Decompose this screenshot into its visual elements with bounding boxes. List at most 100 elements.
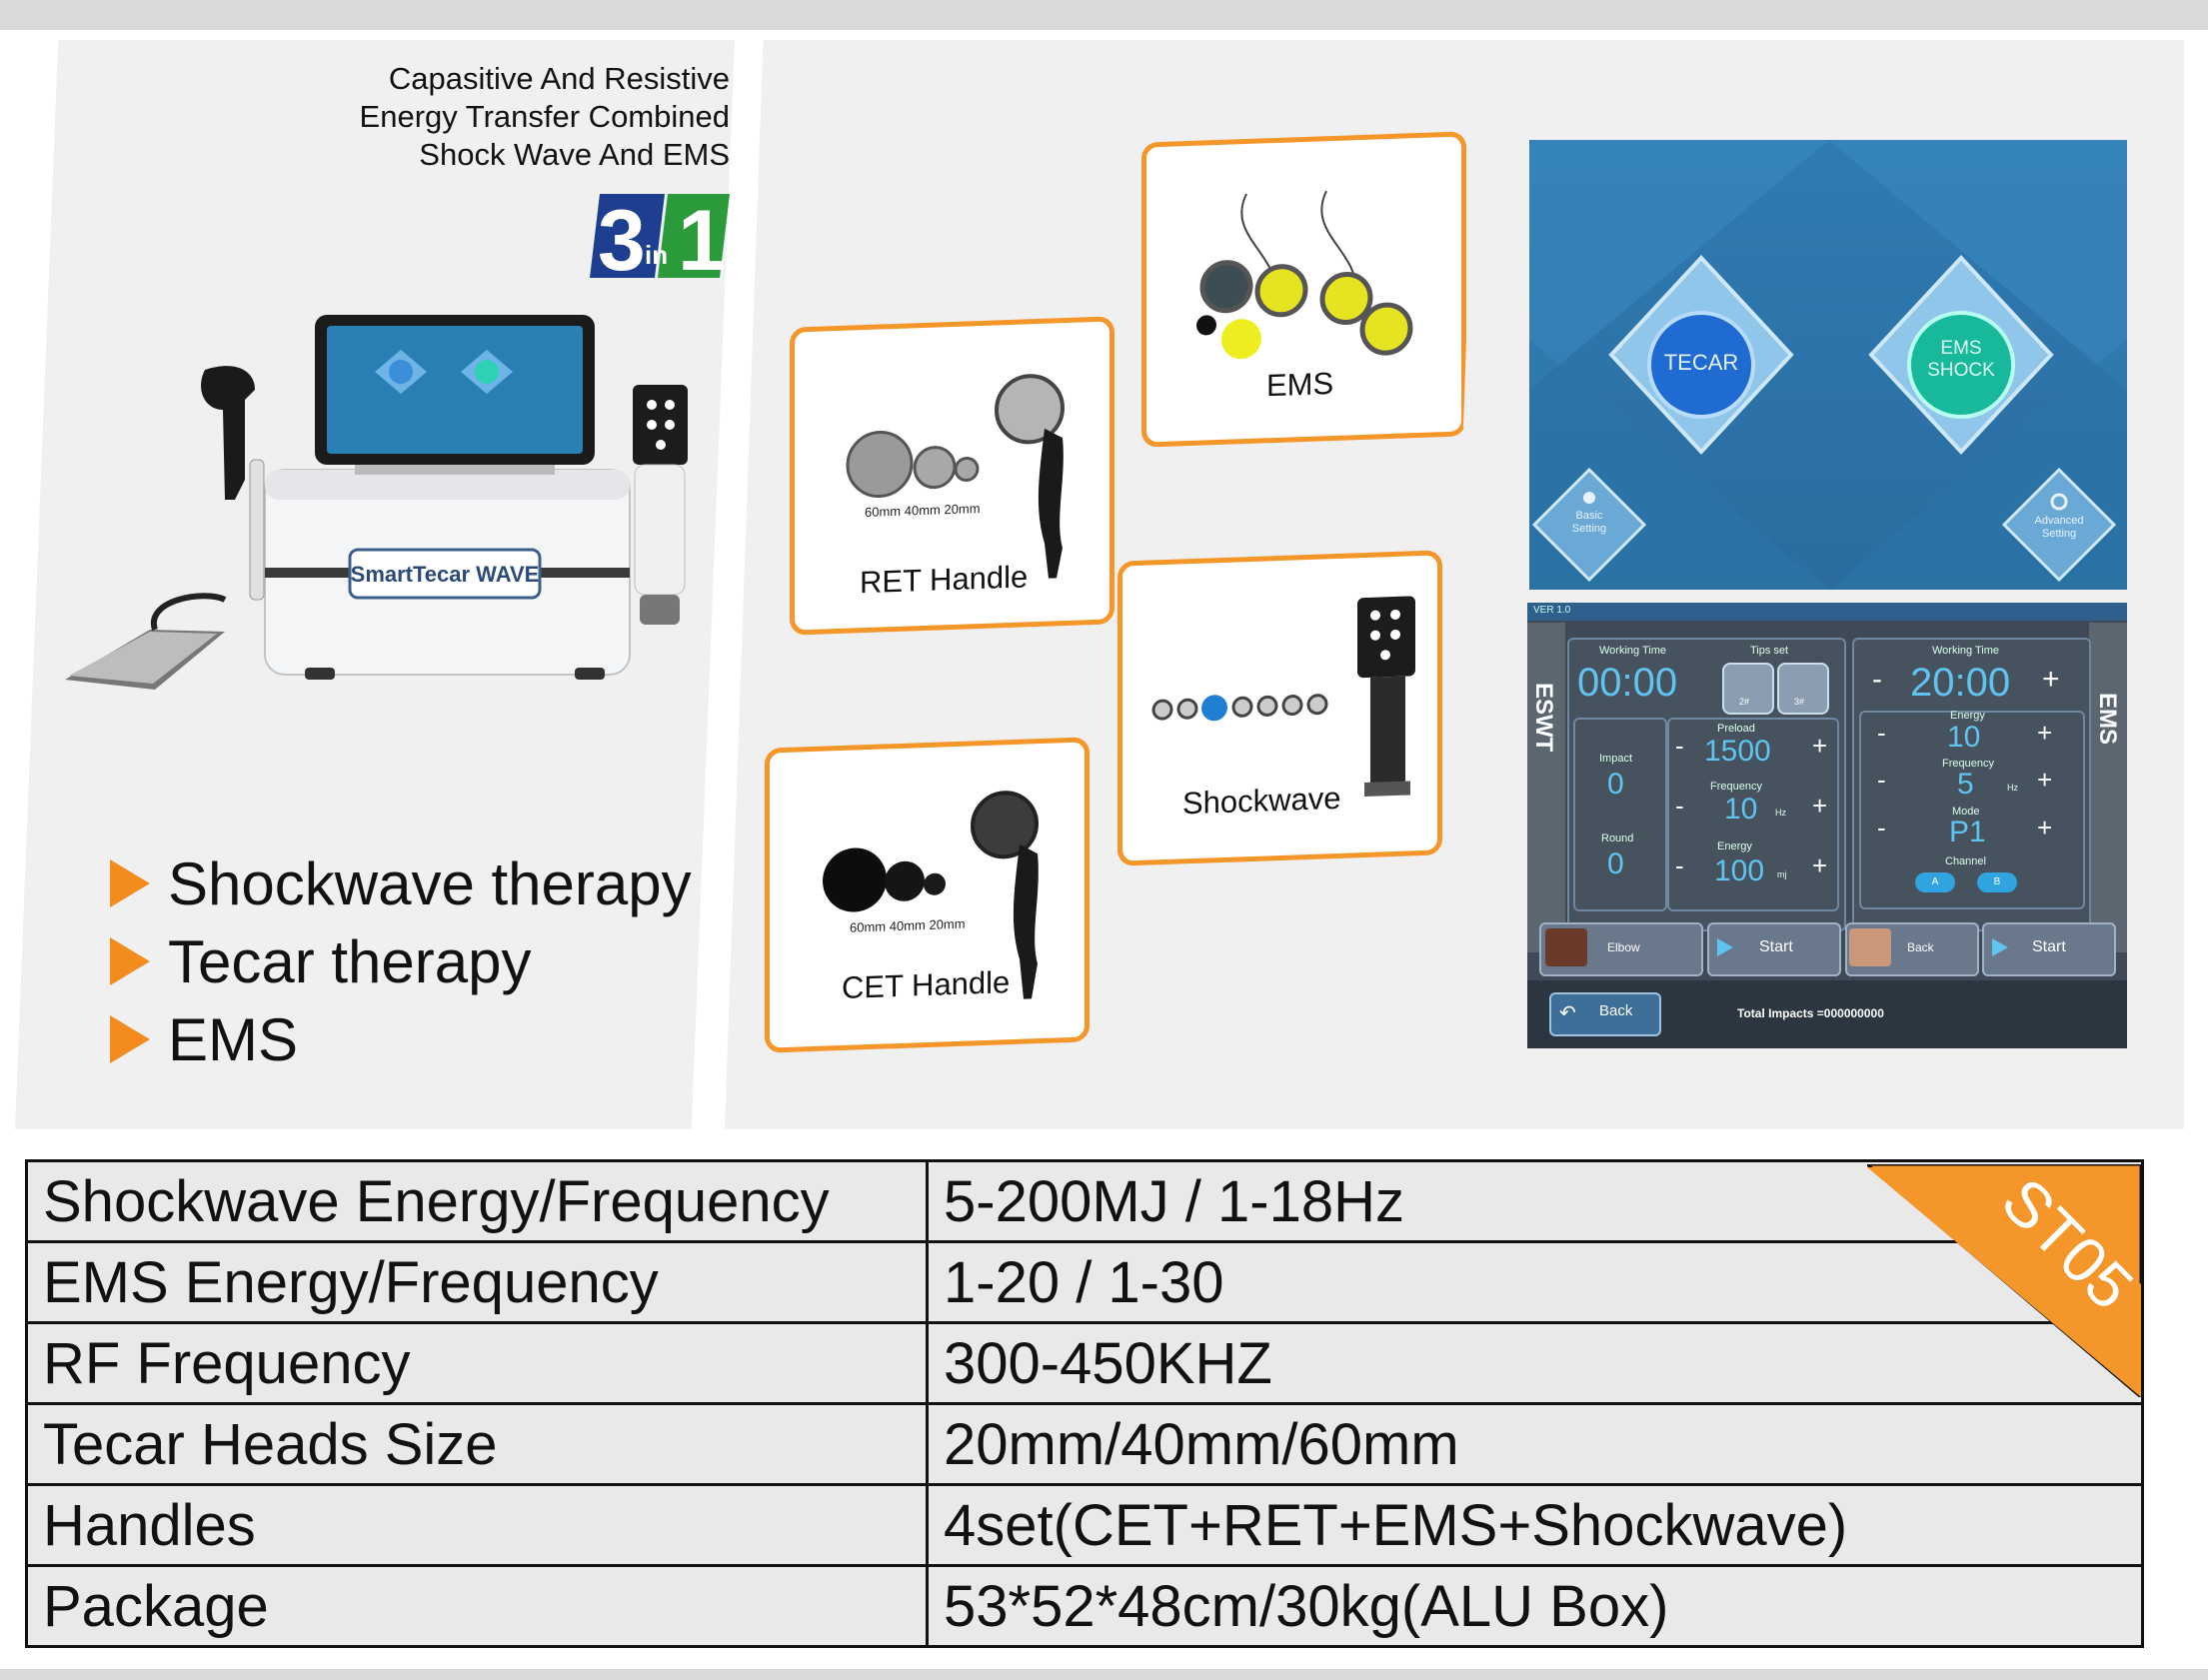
tip-3-button[interactable] — [1777, 663, 1829, 715]
basic-setting-button[interactable]: Basic Setting — [1549, 510, 1629, 536]
tip-2-label: 2# — [1739, 697, 1750, 707]
ems-time-plus-button[interactable]: + — [2042, 663, 2060, 696]
back-part-label: Back — [1907, 940, 1934, 954]
ems-time: 20:00 — [1910, 661, 2011, 705]
home-screen: TECAR EMS SHOCK Basic Setting Advanced S… — [1529, 140, 2127, 590]
elbow-thumbnail — [1545, 928, 1587, 966]
ems-frequency-unit: Hz — [2007, 783, 2018, 793]
bullet-arrow-icon — [110, 859, 150, 907]
device-illustration: SmartTecar WAVE — [65, 315, 688, 690]
advanced-setting-button[interactable]: Advanced Setting — [2019, 515, 2099, 541]
basic-setting-line: Setting — [1571, 523, 1607, 535]
tip-2-button[interactable] — [1722, 663, 1774, 715]
cet-handle-image — [823, 791, 1039, 999]
energy-minus-button[interactable]: - — [1675, 850, 1684, 880]
spec-value: 300-450KHZ — [926, 1321, 2144, 1405]
advanced-setting-line: Setting — [2041, 528, 2077, 540]
mode-value: P1 — [1949, 816, 1986, 848]
bottom-band — [0, 1669, 2208, 1680]
round-value: 0 — [1607, 847, 1624, 880]
preload-minus-button[interactable]: - — [1675, 731, 1684, 761]
ems-pads-image — [1196, 190, 1413, 360]
ems-shock-line: EMS — [1940, 338, 1982, 359]
subtitle-line: Capasitive And Resistive — [388, 61, 730, 96]
tip-3-label: 3# — [1794, 697, 1805, 707]
spec-key: Tecar Heads Size — [25, 1402, 929, 1486]
total-impacts: Total Impacts =000000000 — [1737, 1006, 1884, 1020]
eswt-time: 00:00 — [1577, 661, 1678, 705]
impact-label: Impact — [1599, 753, 1633, 765]
badge-in: in — [645, 240, 668, 270]
channel-b-button[interactable]: B — [1977, 872, 2017, 892]
mode-minus-button[interactable]: - — [1877, 813, 1886, 842]
energy-unit: mj — [1777, 869, 1787, 879]
frequency-value: 10 — [1724, 793, 1758, 826]
ems-energy-plus-button[interactable]: + — [2037, 718, 2053, 748]
hero-subtitle: Capasitive And Resistive Energy Transfer… — [330, 60, 730, 174]
ems-frequency-value: 5 — [1957, 768, 1974, 801]
cet-handle-label: CET Handle — [842, 964, 1011, 1005]
feature-list: Shockwave therapy Tecar therapy EMS — [110, 844, 692, 1078]
spec-value: 4set(CET+RET+EMS+Shockwave) — [926, 1483, 2144, 1567]
spec-key: RF Frequency — [25, 1321, 929, 1405]
ems-params-box — [1859, 711, 2085, 909]
spec-value: 53*52*48cm/30kg(ALU Box) — [926, 1564, 2144, 1648]
feature-label: Tecar therapy — [168, 927, 532, 995]
preload-value: 1500 — [1704, 735, 1771, 768]
ems-working-time-label: Working Time — [1932, 645, 2000, 657]
working-time-label: Working Time — [1599, 645, 1667, 657]
ems-frequency-plus-button[interactable]: + — [2037, 765, 2053, 795]
params-box — [1667, 718, 1839, 911]
bullet-arrow-icon — [110, 937, 150, 985]
model-ribbon: ST05 — [1867, 1164, 2141, 1397]
basic-setting-line: Basic — [1575, 510, 1603, 522]
spec-key: Package — [25, 1564, 929, 1648]
ems-side-label: EMS — [2094, 693, 2121, 746]
ems-shock-button[interactable]: EMS SHOCK — [1909, 338, 2013, 382]
subtitle-line: Energy Transfer Combined — [359, 99, 730, 134]
frequency-label: Frequency — [1710, 781, 1762, 793]
version-label: VER 1.0 — [1533, 605, 1571, 616]
ems-shock-line: SHOCK — [1927, 360, 1995, 381]
3-in-1-logo: 3 in 1 — [590, 193, 730, 280]
round-label: Round — [1601, 833, 1634, 844]
feature-item: EMS — [110, 1000, 692, 1078]
ems-frequency-minus-button[interactable]: - — [1877, 765, 1886, 795]
preload-plus-button[interactable]: + — [1812, 731, 1828, 761]
spec-key: Shockwave Energy/Frequency — [25, 1159, 929, 1243]
brand-label: SmartTecar WAVE — [351, 562, 540, 587]
top-band — [0, 0, 2208, 30]
feature-item: Shockwave therapy — [110, 844, 692, 922]
energy-plus-button[interactable]: + — [1812, 850, 1828, 880]
ems-start-label: Start — [2032, 938, 2066, 955]
play-icon — [1717, 938, 1733, 956]
frequency-plus-button[interactable]: + — [1812, 791, 1828, 821]
ems-time-minus-button[interactable]: - — [1872, 663, 1882, 696]
advanced-setting-line: Advanced — [2034, 515, 2084, 527]
ems-frequency-label: Frequency — [1942, 758, 1994, 770]
subtitle-line: Shock Wave And EMS — [419, 137, 730, 172]
back-button[interactable] — [1549, 992, 1661, 1036]
spec-key: EMS Energy/Frequency — [25, 1240, 929, 1324]
back-arrow-icon: ↶ — [1559, 1002, 1576, 1024]
home-screen-art — [1529, 140, 2127, 590]
ems-energy-label: Energy — [1950, 710, 1985, 722]
frequency-unit: Hz — [1775, 808, 1786, 818]
channel-a-button[interactable]: A — [1915, 872, 1955, 892]
mode-label: Mode — [1952, 806, 1980, 818]
ems-energy-minus-button[interactable]: - — [1877, 718, 1886, 748]
ret-handle-label: RET Handle — [860, 559, 1029, 601]
tecar-button[interactable]: TECAR — [1663, 350, 1739, 375]
impact-value: 0 — [1607, 768, 1624, 801]
channel-label: Channel — [1945, 855, 1986, 867]
badge-one: 1 — [678, 193, 726, 280]
ret-handle-image — [846, 374, 1065, 579]
bullet-arrow-icon — [110, 1015, 150, 1063]
mode-plus-button[interactable]: + — [2037, 813, 2053, 842]
frequency-minus-button[interactable]: - — [1675, 791, 1684, 821]
